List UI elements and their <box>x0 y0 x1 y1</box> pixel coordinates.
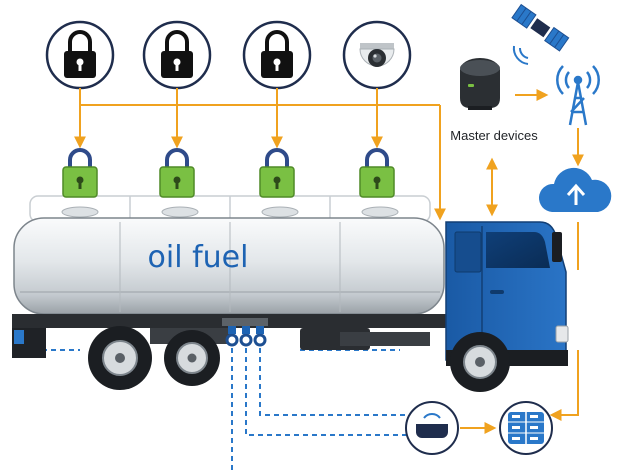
green-padlock-3 <box>259 148 295 198</box>
wheels <box>88 326 510 392</box>
padlock-icon <box>161 30 193 78</box>
cell-tower-icon <box>556 65 600 126</box>
sensor-device-icon <box>405 401 459 455</box>
top-lock-3 <box>242 20 312 90</box>
cloud-upload-icon <box>538 167 612 212</box>
server-icon <box>499 401 553 455</box>
valve-icons <box>222 318 268 347</box>
wheel-rear-1 <box>88 326 152 390</box>
top-camera <box>342 20 412 90</box>
truck-chassis <box>12 314 462 358</box>
green-padlock-4 <box>359 148 395 198</box>
wheel-front <box>450 332 510 392</box>
satellite-icon <box>511 3 570 65</box>
green-padlock-1 <box>62 148 98 198</box>
camera-icon <box>359 43 395 67</box>
wheel-rear-2 <box>164 330 220 386</box>
master-device-icon <box>460 58 500 110</box>
padlock-icon <box>64 30 96 78</box>
top-lock-1 <box>45 20 115 90</box>
padlock-icon <box>261 30 293 78</box>
fuel-tank: oil fuel <box>13 195 445 315</box>
master-devices-label: Master devices <box>450 128 538 143</box>
green-padlock-2 <box>159 148 195 198</box>
top-lock-2 <box>142 20 212 90</box>
tank-label: oil fuel <box>148 240 249 275</box>
